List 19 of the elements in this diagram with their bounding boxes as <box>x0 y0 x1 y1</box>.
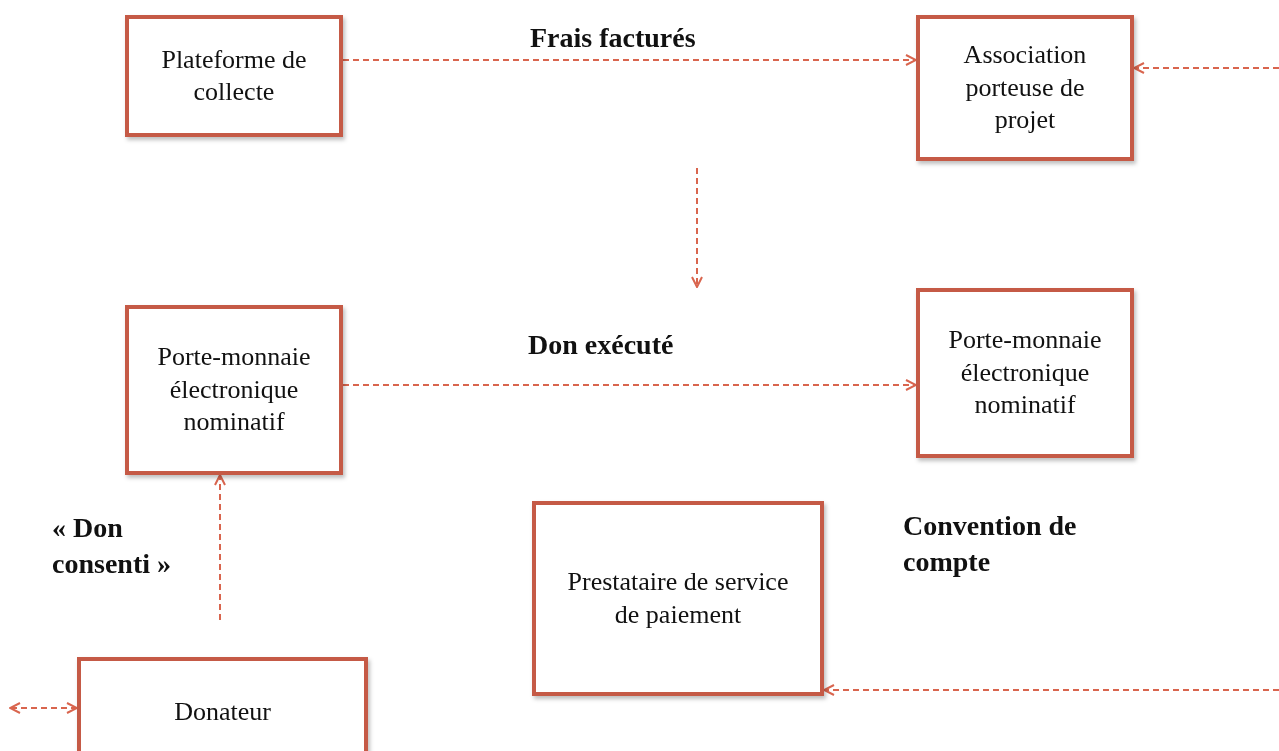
dashed-arrow <box>342 54 917 66</box>
box-label: Porte-monnaie électronique nominatif <box>156 341 312 439</box>
dashed-arrow <box>214 474 226 621</box>
box-label: Porte-monnaie électronique nominatif <box>947 324 1103 422</box>
box-label: Prestataire de service de paiement <box>566 566 790 631</box>
box-label: Donateur <box>174 695 271 728</box>
note-label: Convention de compte <box>903 509 1078 580</box>
dashed-arrow <box>1133 62 1279 74</box>
dashed-arrow <box>823 684 1279 696</box>
dashed-arrow <box>9 702 78 714</box>
process-box <box>916 15 1134 161</box>
process-box <box>125 15 343 137</box>
process-box <box>532 501 824 696</box>
box-label: Plateforme de collecte <box>160 43 308 108</box>
dashed-arrow <box>342 379 917 391</box>
process-box <box>125 305 343 475</box>
process-box <box>77 657 368 751</box>
box-label: Association porteuse de projet <box>962 39 1088 137</box>
process-box <box>916 288 1134 458</box>
